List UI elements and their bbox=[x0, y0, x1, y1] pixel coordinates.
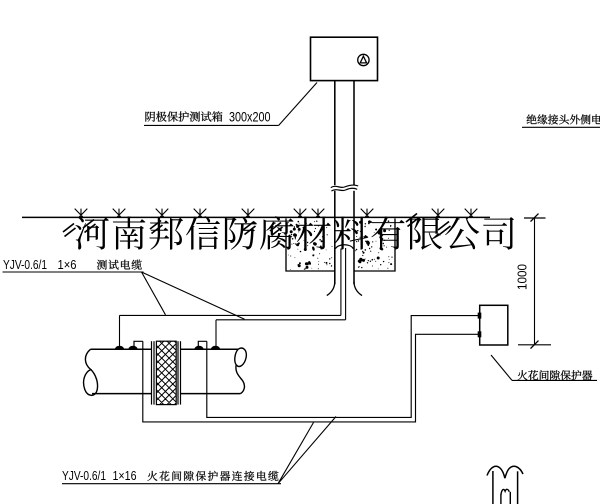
svg-text:1×6: 1×6 bbox=[58, 257, 77, 272]
svg-text:YJV-0.6/1: YJV-0.6/1 bbox=[3, 257, 47, 272]
svg-text:300x200: 300x200 bbox=[229, 110, 271, 126]
svg-text:1×16: 1×16 bbox=[113, 468, 137, 483]
svg-text:1000: 1000 bbox=[516, 264, 530, 290]
svg-text:YJV-0.6/1: YJV-0.6/1 bbox=[62, 468, 106, 483]
